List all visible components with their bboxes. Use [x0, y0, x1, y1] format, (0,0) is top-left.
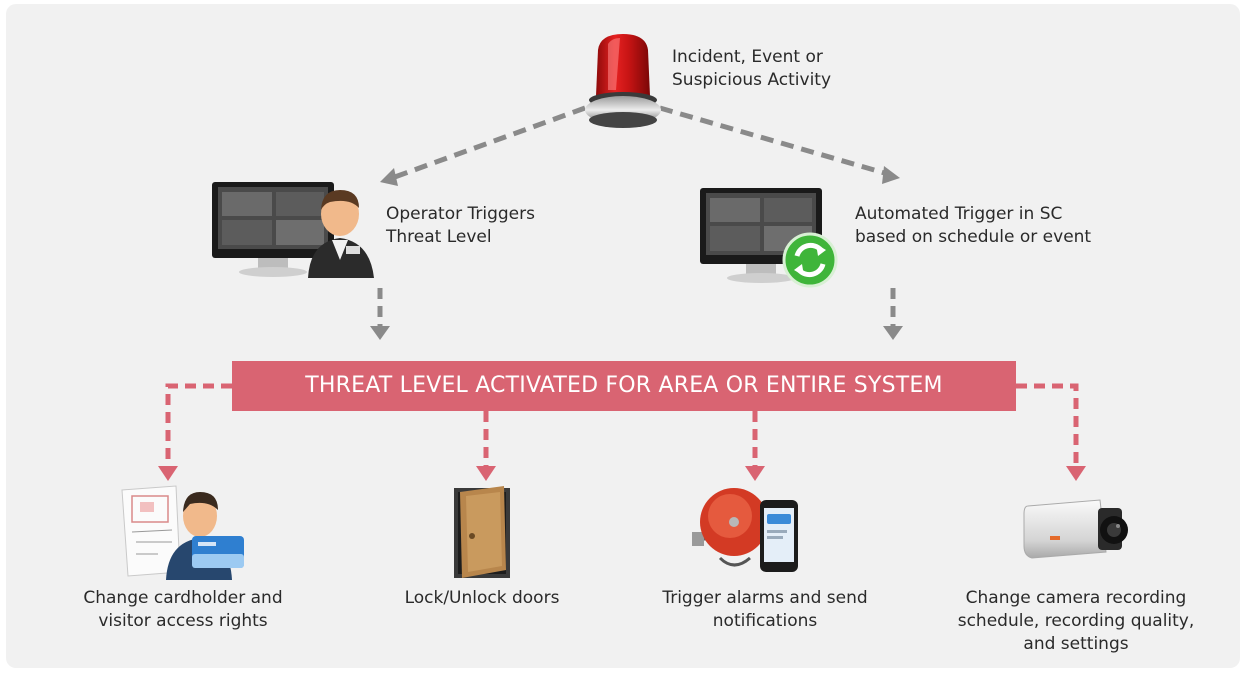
threat-level-banner: THREAT LEVEL ACTIVATED FOR AREA OR ENTIR… — [232, 361, 1016, 411]
action-alarm-label: Trigger alarms and send notifications — [640, 587, 890, 633]
arrowhead-operator — [380, 168, 398, 186]
source-label-line2: Suspicious Activity — [672, 70, 832, 90]
automated-label-line2: based on schedule or event — [855, 227, 1092, 247]
arrowhead-alarm — [745, 466, 765, 481]
arrowhead-door — [476, 466, 496, 481]
source-label: Incident, Event or Suspicious Activity — [672, 46, 831, 92]
automated-label-line1: Automated Trigger in SC — [855, 204, 1063, 224]
operator-label-line2: Threat Level — [386, 227, 492, 247]
action-alarm-line1: Trigger alarms and send — [662, 588, 868, 608]
action-camera-line3: and settings — [1023, 634, 1129, 654]
cardholder-icon — [121, 485, 244, 580]
alarm-bell-icon — [692, 488, 798, 572]
action-alarm-line2: notifications — [712, 611, 818, 631]
connector-banner-to-cardholder — [165, 383, 232, 468]
arrowhead-automated — [882, 166, 900, 184]
arrowhead-camera — [1066, 466, 1086, 481]
operator-label: Operator Triggers Threat Level — [386, 203, 535, 249]
action-camera-line1: Change camera recording — [965, 588, 1187, 608]
action-camera-label: Change camera recording schedule, record… — [946, 587, 1206, 656]
action-door-line1: Lock/Unlock doors — [404, 588, 560, 608]
action-camera-line2: schedule, recording quality, — [957, 611, 1195, 631]
action-cardholder-line2: visitor access rights — [98, 611, 268, 631]
arrowhead-cardholder — [158, 466, 178, 481]
action-door-label: Lock/Unlock doors — [382, 587, 582, 610]
operator-label-line1: Operator Triggers — [386, 204, 535, 224]
connector-banner-to-camera — [1016, 383, 1079, 468]
camera-icon — [1023, 499, 1128, 559]
arrowhead-automated-down — [883, 326, 903, 340]
connector-source-to-automated — [659, 105, 889, 177]
source-label-line1: Incident, Event or — [672, 47, 823, 67]
action-cardholder-line1: Change cardholder and — [83, 588, 283, 608]
door-icon — [454, 486, 510, 578]
monitor-refresh-icon — [700, 188, 838, 288]
connector-source-to-operator — [391, 105, 586, 181]
arrowhead-operator-down — [370, 326, 390, 340]
action-cardholder-label: Change cardholder and visitor access rig… — [66, 587, 300, 633]
operator-monitor-icon — [212, 182, 374, 278]
automated-label: Automated Trigger in SC based on schedul… — [855, 203, 1091, 249]
siren-icon — [585, 34, 661, 128]
